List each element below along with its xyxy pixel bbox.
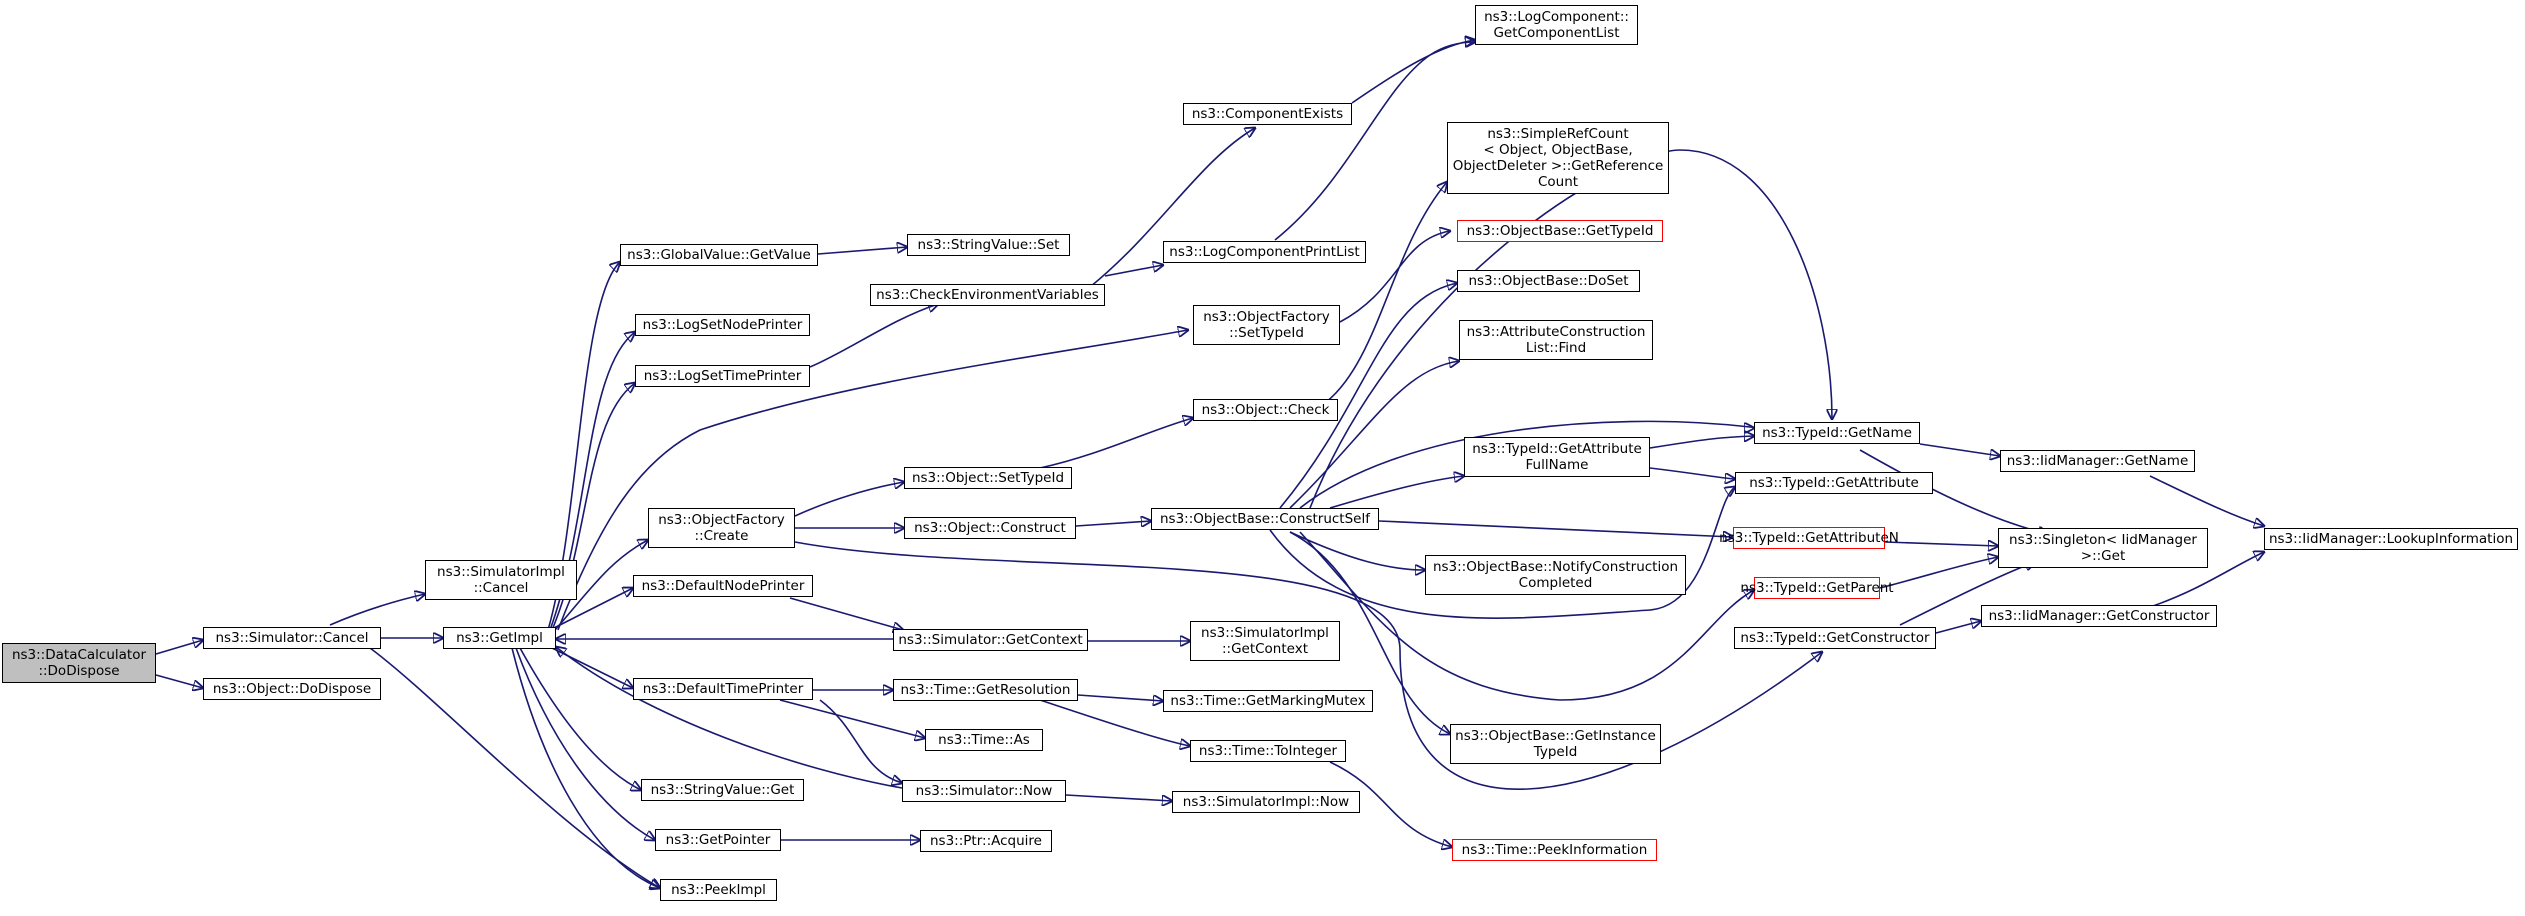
edge-simnow-getimpl	[556, 647, 903, 789]
node-typeid-getattribute[interactable]: ns3::TypeId::GetAttribute	[1735, 472, 1933, 494]
edge-iidgetctor-iidlookup	[2149, 552, 2264, 608]
edge-datacalc-simcancel	[155, 640, 203, 655]
node-simulator-now[interactable]: ns3::Simulator::Now	[902, 780, 1066, 802]
node-logcomponentprintlist[interactable]: ns3::LogComponentPrintList	[1163, 241, 1366, 263]
edge-getimpl-getpointer	[515, 647, 655, 840]
node-simulatorimpl-cancel[interactable]: ns3::SimulatorImpl ::Cancel	[425, 560, 577, 600]
node-object-construct[interactable]: ns3::Object::Construct	[904, 517, 1076, 539]
edge-getimpl-ofsettypeid	[557, 330, 1188, 631]
node-globalvalue-getvalue[interactable]: ns3::GlobalValue::GetValue	[620, 244, 818, 266]
node-objectbase-doset[interactable]: ns3::ObjectBase::DoSet	[1457, 270, 1640, 292]
edge-ofcreate-objsettypeid	[794, 482, 904, 517]
edge-obcs-logtypeid-getname-top	[1309, 149, 1832, 509]
edge-tidgetctor-iidgetctor	[1935, 621, 1981, 634]
edge-compexists-logcompget	[1351, 40, 1475, 104]
node-simulatorimpl-getcontext[interactable]: ns3::SimulatorImpl ::GetContext	[1190, 621, 1340, 661]
node-objectbase-notifyconstructioncompleted[interactable]: ns3::ObjectBase::NotifyConstruction Comp…	[1425, 555, 1686, 595]
node-objectbase-constructself[interactable]: ns3::ObjectBase::ConstructSelf	[1151, 508, 1379, 530]
edge-gvgetvalue-strset	[817, 247, 907, 255]
node-typeid-getattributefullname[interactable]: ns3::TypeId::GetAttribute FullName	[1464, 437, 1650, 477]
node-stringvalue-get[interactable]: ns3::StringValue::Get	[641, 779, 804, 801]
edge-obcs-obdoset	[1279, 283, 1457, 509]
node-time-tointeger[interactable]: ns3::Time::ToInteger	[1190, 740, 1346, 762]
edge-timegetres-timemutex	[1077, 694, 1163, 701]
edge-ofcreate-tidgetctor	[794, 541, 1822, 790]
edge-checkenv-compexists	[1089, 128, 1255, 288]
node-time-as[interactable]: ns3::Time::As	[925, 729, 1043, 751]
node-attributeconstructionlist-find[interactable]: ns3::AttributeConstruction List::Find	[1459, 320, 1653, 360]
edge-tidgetattrn-singleton	[1884, 542, 1998, 546]
node-objectfactory-settypeid[interactable]: ns3::ObjectFactory ::SetTypeId	[1193, 305, 1340, 345]
node-getpointer[interactable]: ns3::GetPointer	[655, 829, 781, 851]
edge-obcs-obnotify	[1289, 531, 1425, 570]
edge-logsettime-checkenv	[809, 304, 938, 368]
node-stringvalue-set[interactable]: ns3::StringValue::Set	[907, 234, 1070, 256]
node-object-check[interactable]: ns3::Object::Check	[1193, 399, 1338, 421]
edge-timetoint-timepeek	[1329, 761, 1452, 847]
edge-simcancel-peekimpl	[369, 647, 660, 888]
edge-simnow-simimplnow	[1065, 794, 1172, 801]
edge-tidgetattrfull-tidgetattr	[1649, 467, 1735, 479]
edge-checkenv-logcompprint	[1104, 265, 1163, 277]
node-typeid-getattributen[interactable]: ns3::TypeId::GetAttributeN	[1719, 527, 1899, 549]
edge-objsettypeid-objcheck	[1039, 418, 1193, 469]
node-componentexists[interactable]: ns3::ComponentExists	[1183, 103, 1352, 125]
node-object-settypeid[interactable]: ns3::Object::SetTypeId	[904, 467, 1072, 489]
edge-getimpl-peekimpl	[511, 647, 660, 888]
edge-obcs-tidgetparent	[1299, 531, 1754, 701]
edge-deftime-timeas	[779, 699, 925, 738]
node-typeid-getparent[interactable]: ns3::TypeId::GetParent	[1740, 577, 1894, 599]
edge-getimpl-defnode	[549, 588, 633, 631]
node-defaulttimeprinter[interactable]: ns3::DefaultTimePrinter	[633, 678, 813, 700]
edge-obcs-attrconstrfind	[1289, 361, 1459, 509]
edge-tidgetparent-singleton	[1879, 557, 1998, 589]
node-time-getmarkingmutex[interactable]: ns3::Time::GetMarkingMutex	[1163, 690, 1373, 712]
edge-obcs-tidgetattrn	[1378, 520, 1733, 537]
edge-obcs-tidgetattr	[1269, 487, 1735, 619]
node-simulator-cancel[interactable]: ns3::Simulator::Cancel	[203, 627, 381, 649]
edge-getimpl-deftime	[549, 646, 633, 688]
edge-tidgetname-iidgetname	[1919, 443, 2000, 456]
node-objectbase-gettypeid[interactable]: ns3::ObjectBase::GetTypeId	[1457, 220, 1663, 242]
node-checkenvironmentvariables[interactable]: ns3::CheckEnvironmentVariables	[870, 284, 1105, 306]
edge-getimpl-ofcreate	[554, 540, 648, 631]
node-simulatorimpl-now[interactable]: ns3::SimulatorImpl::Now	[1172, 791, 1360, 813]
edge-deftime-simnow	[819, 699, 902, 783]
node-typeid-getname[interactable]: ns3::TypeId::GetName	[1754, 422, 1920, 444]
node-simplerefcount-getreferencecount[interactable]: ns3::SimpleRefCount < Object, ObjectBase…	[1447, 122, 1669, 194]
node-ptr-acquire[interactable]: ns3::Ptr::Acquire	[920, 830, 1052, 852]
edge-simcancel-simimplcancel	[329, 594, 425, 626]
node-iidmanager-getname[interactable]: ns3::IidManager::GetName	[2000, 450, 2195, 472]
node-simulator-getcontext[interactable]: ns3::Simulator::GetContext	[893, 629, 1088, 651]
edge-timegetres-timetoint	[1039, 699, 1190, 746]
edge-getimpl-strget	[519, 647, 641, 790]
node-iidmanager-getconstructor[interactable]: ns3::IidManager::GetConstructor	[1981, 605, 2217, 627]
edge-logcompprint-logcompget	[1274, 42, 1475, 241]
node-getimpl[interactable]: ns3::GetImpl	[443, 627, 556, 649]
node-objectbase-getinstancetypeid[interactable]: ns3::ObjectBase::GetInstance TypeId	[1450, 724, 1661, 764]
node-objectfactory-create[interactable]: ns3::ObjectFactory ::Create	[648, 508, 795, 548]
edge-tidgetattrfull-tidgetname	[1649, 436, 1754, 449]
node-logsetnodeprinter[interactable]: ns3::LogSetNodePrinter	[635, 314, 810, 336]
edge-defnode-simgetcontext	[789, 597, 903, 630]
node-time-getresolution[interactable]: ns3::Time::GetResolution	[893, 679, 1078, 701]
edge-obcs-tidgetattrfull	[1329, 476, 1464, 509]
edge-objcheck-simplerefcount	[1324, 182, 1447, 404]
node-logcomponent-getcomponentlist[interactable]: ns3::LogComponent:: GetComponentList	[1475, 5, 1638, 45]
node-logsettimeprinter[interactable]: ns3::LogSetTimePrinter	[635, 365, 810, 387]
node-singleton-iidmanager-get[interactable]: ns3::Singleton< IidManager >::Get	[1998, 528, 2208, 568]
node-object-dodispose[interactable]: ns3::Object::DoDispose	[203, 678, 381, 700]
node-peekimpl[interactable]: ns3::PeekImpl	[660, 879, 777, 901]
node-typeid-getconstructor[interactable]: ns3::TypeId::GetConstructor	[1734, 627, 1936, 649]
edge-datacalc-objdodispose	[155, 674, 203, 688]
node-datacalculator-dodispose: ns3::DataCalculator ::DoDispose	[2, 643, 156, 683]
node-defaultnodeprinter[interactable]: ns3::DefaultNodePrinter	[633, 575, 813, 597]
node-iidmanager-lookupinformation[interactable]: ns3::IidManager::LookupInformation	[2264, 528, 2518, 550]
edge-objconstruct-obconstructself	[1075, 521, 1151, 526]
edge-iidgetname-iidlookup	[2149, 475, 2264, 526]
node-time-peekinformation[interactable]: ns3::Time::PeekInformation	[1452, 839, 1657, 861]
